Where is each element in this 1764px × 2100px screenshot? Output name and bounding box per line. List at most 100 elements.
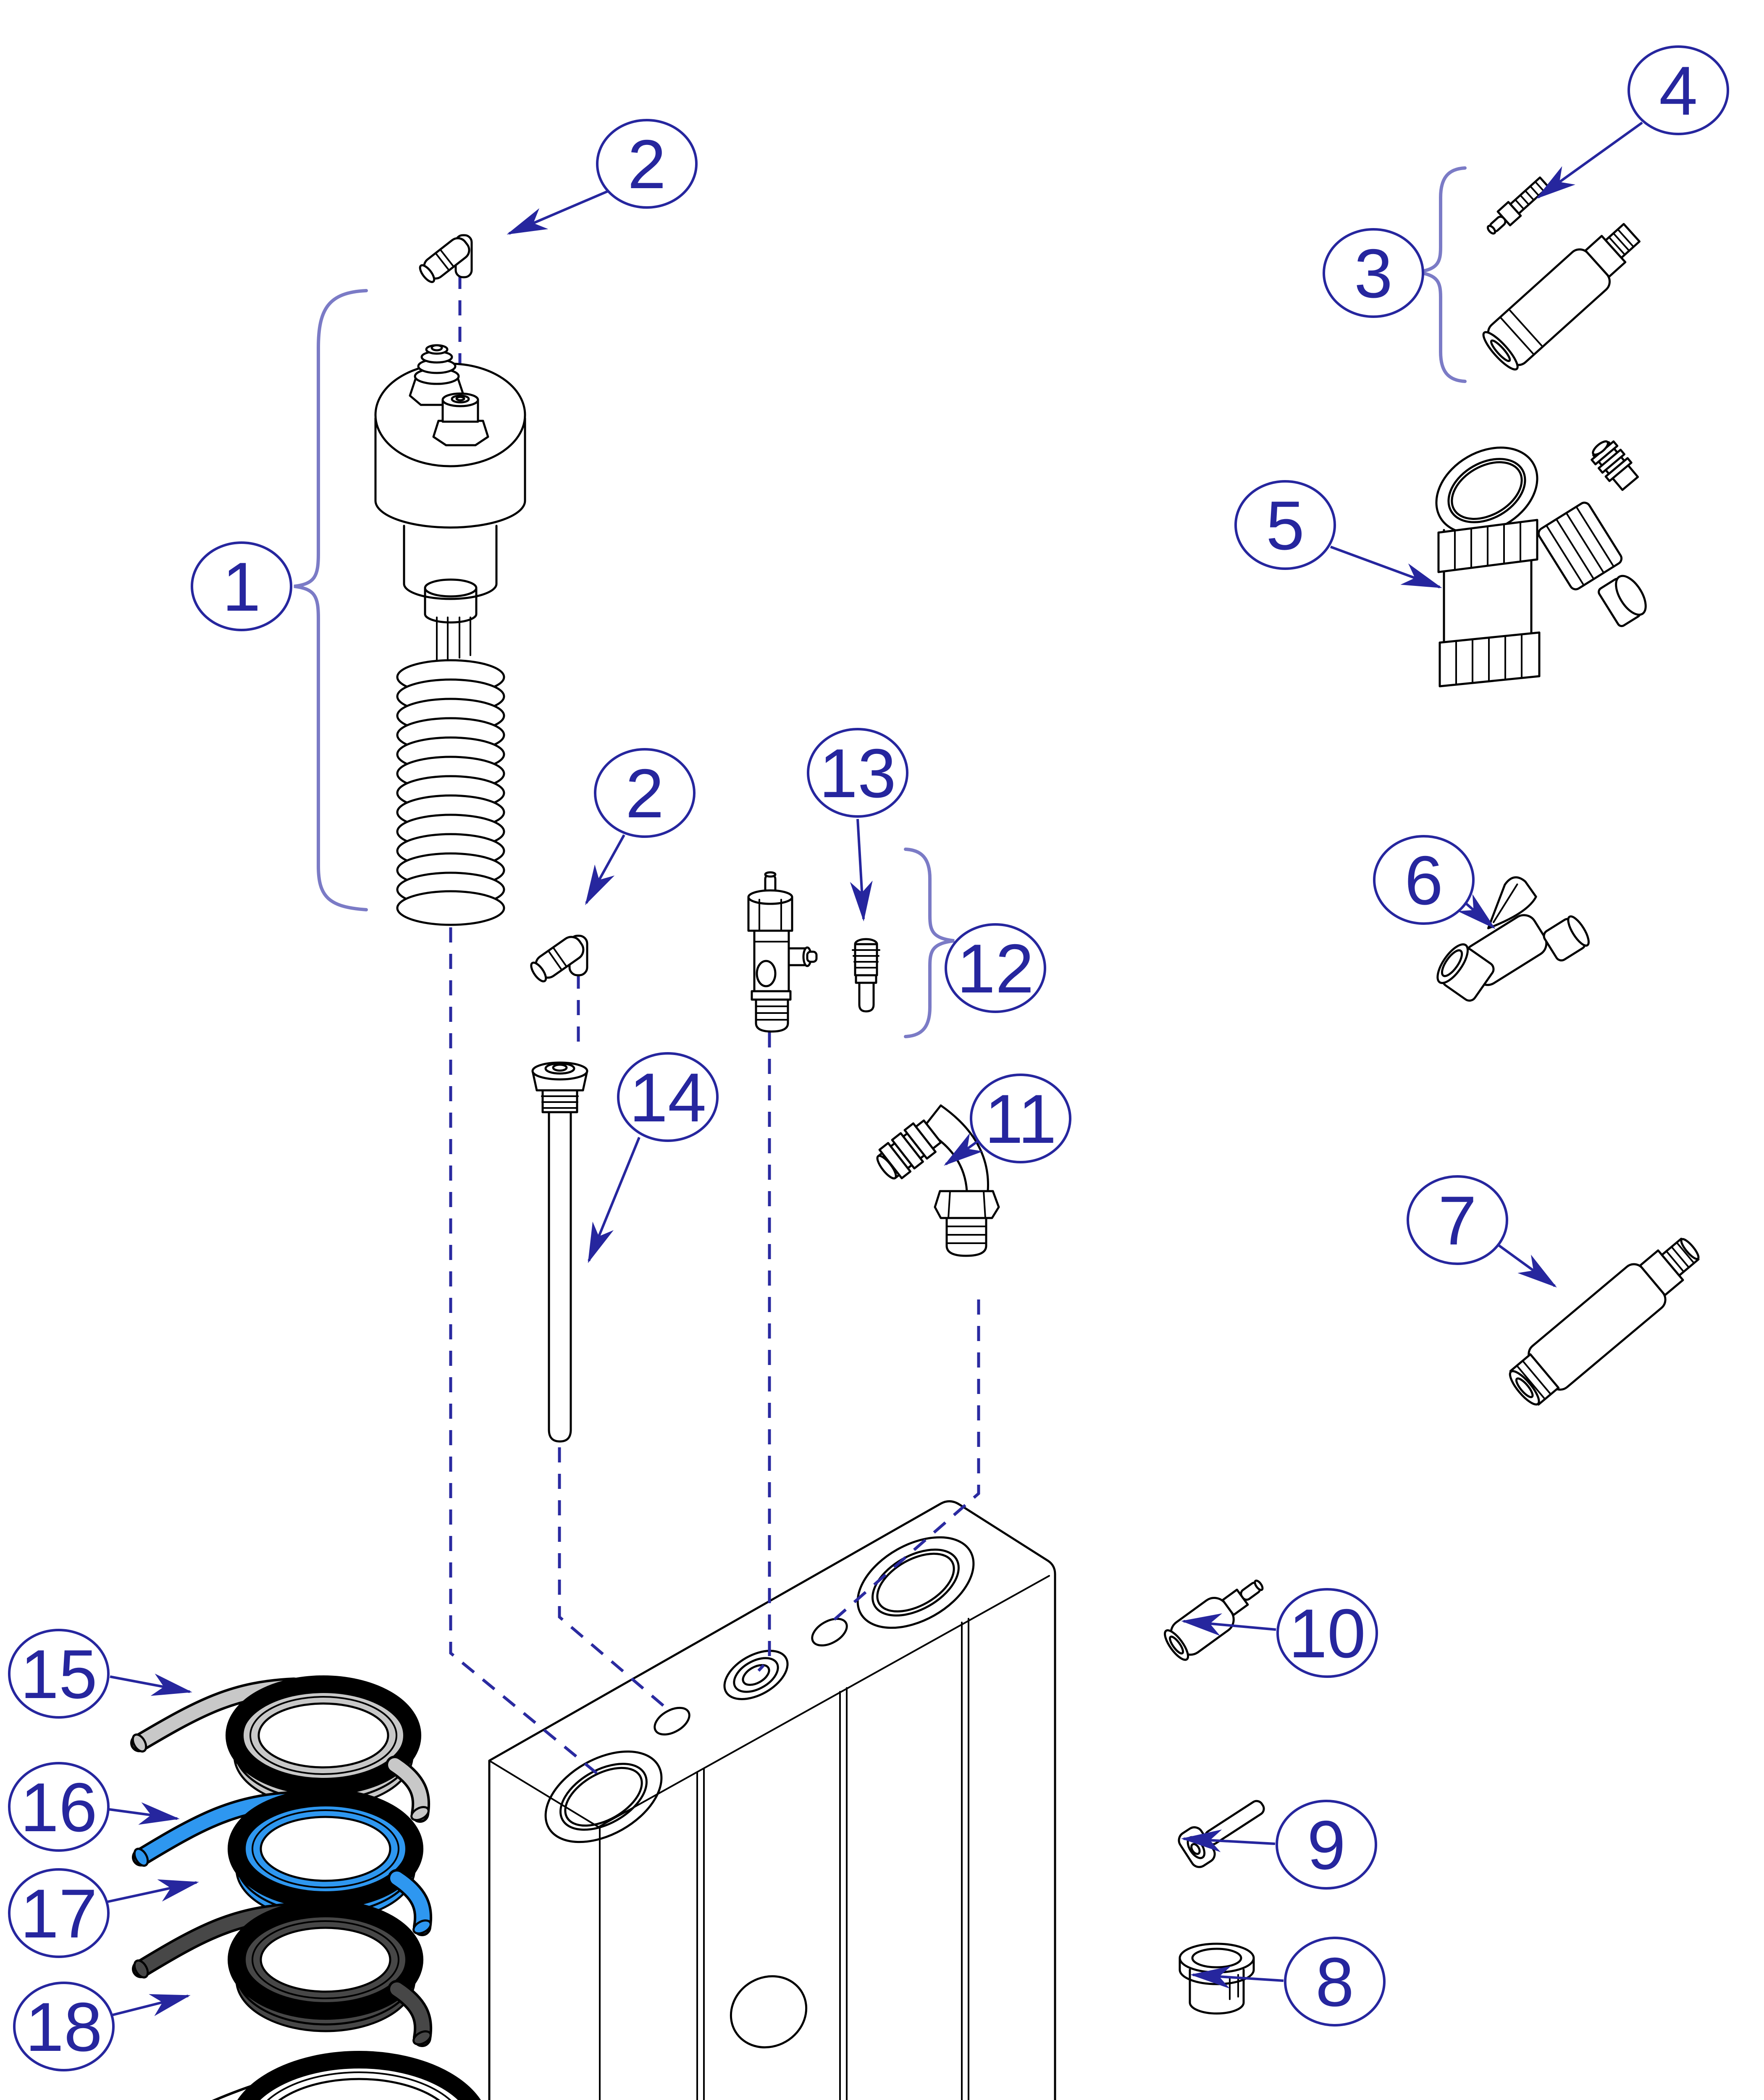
callout-circle-5 (1234, 480, 1336, 570)
callout-arrow-15 (110, 1673, 192, 1696)
callout-circle-4 (1628, 45, 1729, 135)
callout-13: 13 (807, 728, 908, 921)
tubing-coil-16 (132, 1789, 433, 1936)
screw (1178, 1800, 1265, 1868)
callout-circle-3 (1323, 228, 1424, 318)
callout-circle-17 (8, 1868, 110, 1958)
callout-number-3: 3 (1354, 235, 1393, 312)
tank-outline (488, 1500, 1056, 2100)
cap-disk-side (374, 417, 526, 529)
valve5-barb (1591, 440, 1639, 491)
tank-front-recess (730, 1975, 808, 2049)
callout-arrow-6 (1457, 894, 1496, 929)
callout-circle-8 (1284, 1937, 1386, 2026)
callout-circle-11 (970, 1074, 1071, 1163)
callout-arrow-16 (109, 1802, 180, 1825)
barbed-stem-fitting (852, 938, 880, 1013)
callout-circle-15 (8, 1629, 110, 1719)
callout-circle-6 (1373, 835, 1475, 925)
cap-collar-side (424, 588, 478, 624)
cap-neck (403, 525, 498, 600)
callout-16: 16 (8, 1762, 180, 1852)
callout-arrow-14 (588, 1137, 640, 1263)
callout-11: 11 (944, 1074, 1071, 1166)
callout-12: 12 (945, 923, 1046, 1013)
callout-number-18: 18 (25, 1988, 102, 2066)
callout-arrow-7 (1493, 1240, 1557, 1288)
callout-number-16: 16 (20, 1769, 97, 1846)
callout-arrow-4 (1536, 121, 1643, 199)
callout-number-2b: 2 (625, 755, 664, 832)
callout-circle-2b (594, 748, 696, 838)
brace-for-callout-1 (294, 289, 368, 911)
filter-inlet-fitting (1486, 176, 1550, 235)
callout-circle-7 (1407, 1175, 1508, 1265)
callout-circle-10 (1276, 1588, 1378, 1678)
cap-fitting-right (432, 392, 489, 446)
assembly-guide-lines (449, 274, 980, 1779)
cap-fitting-left (409, 344, 465, 406)
callout-1: 1 (191, 541, 292, 631)
callout-2a: 2 (507, 119, 698, 235)
callout-number-12: 12 (957, 930, 1034, 1007)
valve5-ribbed-nut (1537, 501, 1623, 591)
tubing-coils (130, 1675, 481, 2100)
callout-10: 10 (1181, 1588, 1378, 1678)
callout-8: 8 (1190, 1937, 1386, 2026)
elbow11-barb (876, 1119, 942, 1180)
callout-6: 6 (1373, 835, 1496, 929)
callout-circle-1 (191, 541, 292, 631)
inline-filter (1509, 1237, 1700, 1406)
guide-line-elbow11-to-tank (831, 1299, 980, 1622)
callout-15: 15 (8, 1629, 192, 1719)
callout-number-5: 5 (1266, 487, 1305, 564)
callout-number-10: 10 (1289, 1595, 1366, 1672)
valve12-threads (755, 998, 789, 1033)
tube14-thread-neck (541, 1089, 579, 1113)
tank-hole-small-left (654, 1706, 690, 1736)
callout-9: 9 (1181, 1800, 1377, 1890)
callout-number-1: 1 (222, 548, 261, 625)
tubing-coil-19 (212, 2051, 481, 2100)
guide-line-coil1-to-tank (449, 927, 603, 1779)
tank-hole-small-right (811, 1617, 848, 1647)
cap-collar-top (424, 578, 478, 598)
callout-arrow-8 (1190, 1966, 1284, 1989)
callout-arrow-2b (585, 834, 625, 906)
elbow-push-fitting-middle (530, 934, 588, 982)
valve5-end-cap (1598, 575, 1647, 627)
brace-for-callout-12 (904, 848, 955, 1038)
callout-number-15: 15 (20, 1635, 97, 1713)
tank-hole-center (723, 1650, 789, 1700)
callout-17: 17 (8, 1868, 199, 1958)
valve5-collar-bottom (1438, 631, 1541, 688)
callout-number-9: 9 (1307, 1806, 1346, 1884)
callout-arrow-10 (1181, 1613, 1276, 1636)
elbow-push-fitting-top (419, 234, 473, 283)
callout-circle-12 (945, 923, 1046, 1013)
heater-element-tubes (436, 617, 471, 670)
callout-circle-13 (807, 728, 908, 818)
callout-arrow-5 (1330, 546, 1442, 588)
callout-arrow-2a (507, 190, 609, 235)
callout-arrow-9 (1181, 1829, 1276, 1852)
valve12-side-port (788, 946, 818, 967)
callout-number-7: 7 (1438, 1182, 1477, 1259)
callout-number-13: 13 (819, 735, 896, 812)
callouts: 12234567891011121314151617181920 (8, 45, 1729, 2071)
callout-number-2a: 2 (627, 126, 666, 203)
inline-filter-assembly (1482, 223, 1641, 371)
callout-arrow-18 (111, 1994, 191, 2016)
pickup-valve (747, 871, 818, 1033)
callout-circle-14 (617, 1052, 719, 1142)
heater-coil (396, 659, 505, 926)
guide-line-valve12-to-tank (757, 1032, 771, 1672)
pickup-tube (531, 1061, 588, 1443)
callout-circle-9 (1276, 1800, 1377, 1890)
valve6-outlet (1543, 915, 1590, 962)
callout-2b: 2 (585, 748, 696, 906)
tank-panel-ridges (696, 1618, 969, 2100)
callout-circle-18 (13, 1982, 115, 2071)
guide-line-tube14-to-tank (558, 1447, 672, 1713)
valve5-collar-top (1437, 519, 1538, 573)
